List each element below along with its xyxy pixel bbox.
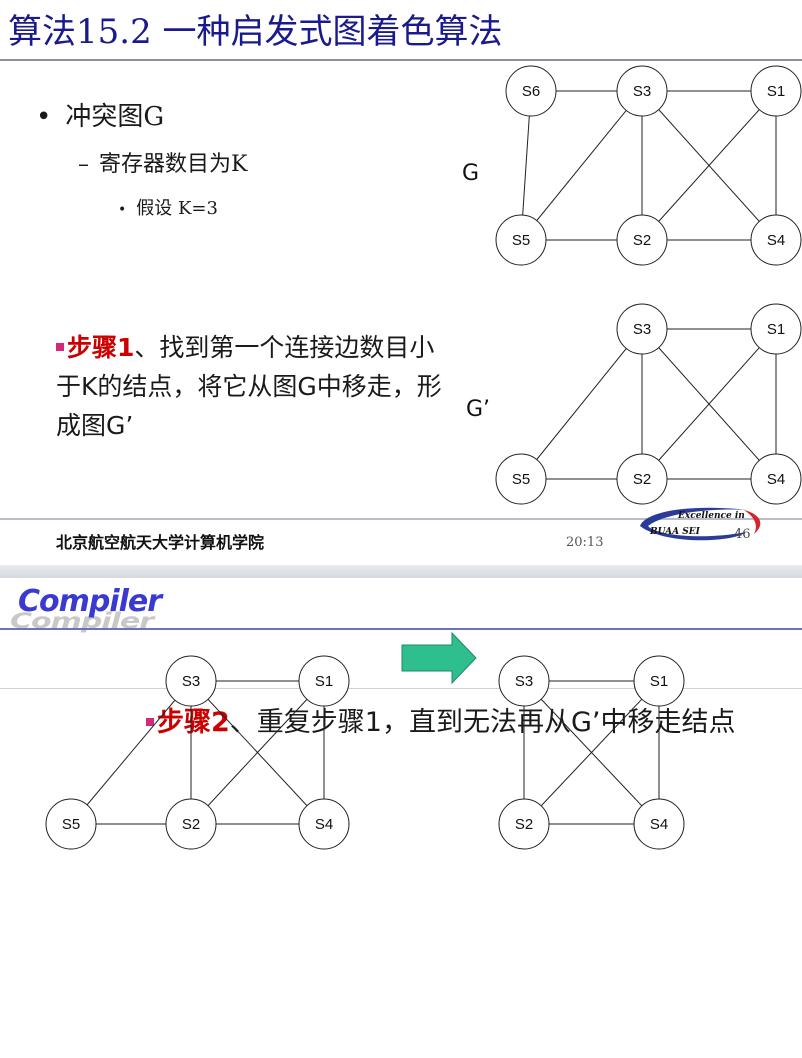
graph-node-label-s3: S3 [182, 673, 200, 690]
compiler-logo-text: Compiler [18, 584, 162, 619]
bullet-level-1-text: 冲突图G [65, 102, 165, 132]
bullet-square-icon [56, 343, 64, 351]
graph-edge-s3-s5 [520, 328, 643, 480]
slide-1: 算法15.2 一种启发式图着色算法 • 冲突图G –寄存器数目为K • 假设 K=3… [0, 12, 802, 552]
right-arrow-icon [401, 631, 477, 685]
graph-node-s4 [750, 453, 802, 505]
slide-2: Compiler Compiler 步骤2、重复步骤1，直到无法再从G’中移走结… [0, 578, 802, 1058]
graph-node-label-s5: S5 [512, 471, 530, 488]
graph-node-s1 [750, 303, 802, 355]
bullet-level-3-text: 假设 K=3 [136, 198, 218, 219]
graph-node-s2 [616, 214, 668, 266]
graph-node-label-s1: S1 [767, 83, 785, 100]
graph-node-s2 [165, 798, 217, 850]
graph-node-label-s5: S5 [62, 816, 80, 833]
graph-node-s3 [616, 303, 668, 355]
graph-node-label-s1: S1 [767, 321, 785, 338]
graph-node-s4 [298, 798, 350, 850]
graph-node-s3 [498, 655, 550, 707]
graph-node-label-s4: S4 [650, 816, 668, 833]
graph-node-label-s6: S6 [522, 83, 540, 100]
page-number: 46 [734, 527, 751, 542]
logo-line-1: Excellence in [678, 511, 745, 521]
graph-node-label-s1: S1 [650, 673, 668, 690]
graph-edge-s3-s5 [70, 680, 192, 825]
graph-node-label-s1: S1 [315, 673, 333, 690]
step2-label: 步骤2 [157, 707, 230, 738]
logo-line-2: BUAA SEI [650, 527, 700, 537]
graph-node-label-s4: S4 [767, 232, 785, 249]
graph-node-label-s3: S3 [633, 321, 651, 338]
graph-g-prime-label: G’ [466, 397, 491, 422]
graph-node-s4 [633, 798, 685, 850]
graph-node-s2 [498, 798, 550, 850]
section-divider [0, 688, 802, 689]
slide-separator [0, 565, 802, 578]
slide-title: 算法15.2 一种启发式图着色算法 [8, 12, 503, 52]
graph-node-label-s2: S2 [633, 232, 651, 249]
title-divider [0, 59, 802, 61]
graph-node-label-s2: S2 [182, 816, 200, 833]
graph-node-label-s4: S4 [767, 471, 785, 488]
graph-node-s3 [165, 655, 217, 707]
graph-edge-s1-s2 [641, 90, 777, 241]
graph-node-label-s4: S4 [315, 816, 333, 833]
buaa-sei-logo: Excellence in BUAA SEI 46 [626, 500, 766, 546]
graph-node-s4 [750, 214, 802, 266]
bullet-level-3: • 假设 K=3 [118, 194, 218, 220]
footer-time: 20:13 [566, 535, 604, 550]
graph-node-s1 [633, 655, 685, 707]
graph-node-label-s5: S5 [512, 232, 530, 249]
step1-label: 步骤1 [67, 333, 135, 362]
graph-node-label-s2: S2 [515, 816, 533, 833]
step1-text: 、找到第一个连接边数目小于K的结点，将它从图G中移走，形成图G’ [56, 333, 442, 440]
bullet-level-1: • 冲突图G [36, 96, 164, 133]
footer-organization: 北京航空航天大学计算机学院 [56, 533, 265, 552]
graph-node-s1 [298, 655, 350, 707]
graph-node-label-s3: S3 [633, 83, 651, 100]
graph-node-s1 [750, 65, 802, 117]
graph-node-label-s2: S2 [633, 471, 651, 488]
graph-node-s3 [616, 65, 668, 117]
step1-paragraph: 步骤1、找到第一个连接边数目小于K的结点，将它从图G中移走，形成图G’ [56, 328, 456, 445]
graph-g-label: G [462, 161, 480, 186]
graph-node-s5 [495, 453, 547, 505]
graph-node-label-s3: S3 [515, 673, 533, 690]
step2-text: 、重复步骤1，直到无法再从G’中移走结点 [229, 707, 736, 738]
graph-node-s5 [495, 214, 547, 266]
footer-divider [0, 518, 802, 520]
bullet-dot-icon: • [36, 102, 52, 132]
bullet-dash-icon: – [78, 152, 89, 177]
graph-node-s2 [616, 453, 668, 505]
logo-swoosh-icon [640, 507, 761, 541]
graph-node-s6 [505, 65, 557, 117]
graph-edge-s1-s2 [190, 680, 325, 825]
graph-node-s5 [45, 798, 97, 850]
bullet-level-2-text: 寄存器数目为K [99, 152, 248, 177]
bullet-square-icon [146, 717, 154, 726]
graph-edge-s3-s5 [520, 90, 643, 241]
bullet-level-2: –寄存器数目为K [78, 146, 247, 178]
header-divider [0, 628, 802, 630]
bullet-dot-icon: • [118, 202, 127, 218]
step2-paragraph: 步骤2、重复步骤1，直到无法再从G’中移走结点 [146, 700, 735, 739]
graph-edge-s1-s2 [523, 680, 660, 825]
graph-edge-s1-s2 [641, 328, 777, 480]
